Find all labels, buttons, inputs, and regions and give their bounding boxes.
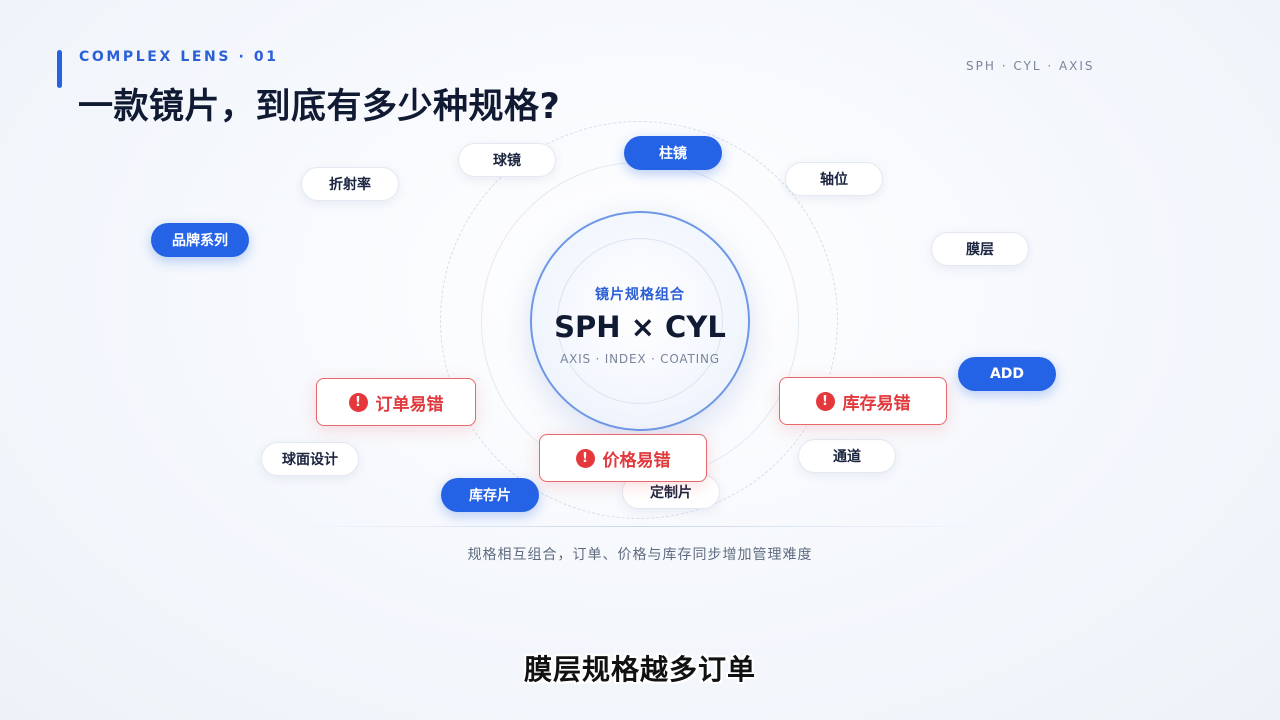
tag-pinpai: 品牌系列 (151, 223, 249, 257)
divider-line (288, 526, 992, 527)
tag-qiujing: 球镜 (458, 143, 556, 177)
alert-icon: ! (575, 448, 595, 468)
outer-dashed-ring (440, 121, 838, 519)
tag-qiumian: 球面设计 (261, 442, 359, 476)
tag-add: ADD (958, 357, 1056, 391)
tag-kucunpian: 库存片 (441, 478, 539, 512)
title-accent-bar (57, 50, 62, 88)
tag-moceng: 膜层 (931, 232, 1029, 266)
inner-ring (557, 238, 723, 404)
warning-price: ! 价格易错 (539, 434, 707, 482)
top-right-label: SPH · CYL · AXIS (966, 59, 1095, 73)
tag-zhujing: 柱镜 (624, 136, 722, 170)
page-title: 一款镜片，到底有多少种规格? (78, 87, 561, 127)
alert-icon: ! (815, 391, 835, 411)
tag-tongdao: 通道 (798, 439, 896, 473)
warning-order: ! 订单易错 (316, 378, 476, 426)
section-kicker: COMPLEX LENS · 01 (79, 49, 279, 65)
warning-order-label: 订单易错 (375, 394, 444, 415)
core-sub-text: AXIS · INDEX · COATING (560, 352, 720, 366)
core-main-text: SPH × CYL (554, 310, 726, 344)
tag-zhouwei: 轴位 (785, 162, 883, 196)
alert-icon: ! (348, 392, 368, 412)
warning-stock: ! 库存易错 (779, 377, 947, 425)
warning-stock-label: 库存易错 (842, 393, 911, 414)
caption-text: 规格相互组合，订单、价格与库存同步增加管理难度 (467, 547, 813, 563)
tag-zheshelv: 折射率 (301, 167, 399, 201)
warning-price-label: 价格易错 (602, 450, 671, 471)
core-label: 镜片规格组合 (595, 287, 685, 303)
video-subtitle: 膜层规格越多订单 (523, 653, 756, 686)
